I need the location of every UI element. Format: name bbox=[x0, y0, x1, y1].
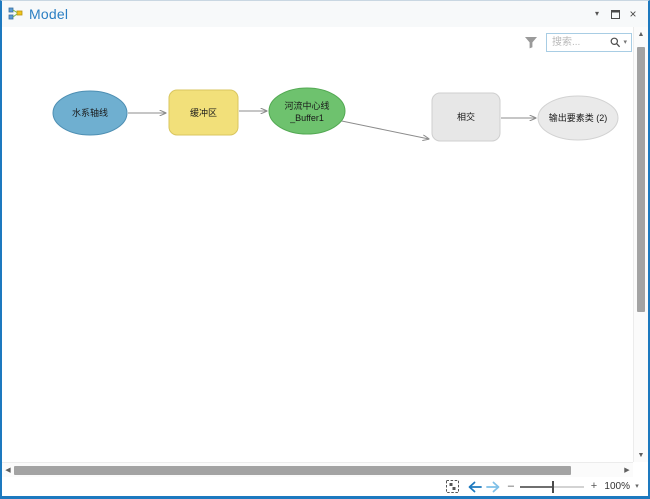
search-row: ▾ bbox=[523, 31, 632, 53]
horizontal-scrollbar[interactable]: ◀ ▶ bbox=[2, 462, 633, 477]
zoom-slider-track-empty bbox=[553, 485, 585, 488]
filter-funnel-icon[interactable] bbox=[523, 34, 539, 50]
model-node-tool-huanchongqu[interactable]: 缓冲区 bbox=[168, 89, 239, 136]
vertical-scrollbar-thumb[interactable] bbox=[637, 47, 645, 312]
status-bar: – + 100% ▾ bbox=[2, 477, 648, 496]
back-arrow-icon[interactable] bbox=[467, 479, 484, 494]
model-diagram: 水系轴线 缓冲区 河流中心线 _Buffer1 相交 bbox=[52, 87, 619, 142]
zoom-level-caret-icon[interactable]: ▾ bbox=[635, 483, 639, 490]
node-label-huanchongqu: 缓冲区 bbox=[190, 107, 217, 118]
node-shape-ellipse[interactable] bbox=[52, 90, 128, 136]
node-shape-rounded-rect[interactable] bbox=[168, 89, 239, 136]
node-shape-ellipse[interactable] bbox=[268, 87, 346, 135]
model-connectors bbox=[128, 111, 536, 139]
zoom-level-label: 100% bbox=[604, 480, 630, 492]
node-shape-rounded-rect[interactable] bbox=[431, 92, 501, 142]
zoom-slider-handle[interactable] bbox=[552, 480, 555, 493]
node-label-buffer1-line1: 河流中心线 bbox=[284, 100, 329, 111]
title-bar: Model ▾ × bbox=[2, 1, 648, 28]
client-area: ▾ 水系 bbox=[2, 27, 648, 496]
node-label-shuixi-zhouxian: 水系轴线 bbox=[72, 107, 108, 118]
model-node-input-shuixi-zhouxian[interactable]: 水系轴线 bbox=[52, 90, 128, 136]
scroll-left-arrow-icon[interactable]: ◀ bbox=[5, 467, 11, 474]
restore-window-button[interactable] bbox=[607, 4, 623, 24]
search-options-caret-icon[interactable]: ▾ bbox=[623, 38, 627, 46]
model-node-output-shuchu-yaosulei[interactable]: 输出要素类 (2) bbox=[537, 95, 619, 141]
model-node-derived-heliu-zhongxinxian-buffer1[interactable]: 河流中心线 _Buffer1 bbox=[268, 87, 346, 135]
node-shape-ellipse[interactable] bbox=[537, 95, 619, 141]
scroll-right-arrow-icon[interactable]: ▶ bbox=[624, 467, 630, 474]
search-box[interactable]: ▾ bbox=[546, 32, 632, 52]
horizontal-scrollbar-thumb[interactable] bbox=[14, 466, 571, 475]
scroll-down-arrow-icon[interactable]: ▼ bbox=[637, 451, 645, 459]
close-window-button[interactable]: × bbox=[629, 7, 637, 21]
search-input[interactable] bbox=[552, 34, 610, 50]
zoom-in-button[interactable]: + bbox=[590, 480, 598, 492]
model-builder-icon bbox=[8, 6, 24, 22]
fit-to-window-icon[interactable] bbox=[445, 479, 460, 494]
window-menu-button[interactable]: ▾ bbox=[594, 9, 599, 18]
forward-arrow-icon[interactable] bbox=[484, 479, 501, 494]
search-icon[interactable] bbox=[610, 35, 621, 49]
model-node-tool-xiangjiao[interactable]: 相交 bbox=[431, 92, 501, 142]
node-label-xiangjiao: 相交 bbox=[457, 111, 475, 122]
zoom-out-button[interactable]: – bbox=[507, 480, 514, 492]
node-label-shuchu-yaosulei: 输出要素类 (2) bbox=[549, 112, 608, 123]
zoom-slider-track-filled bbox=[520, 485, 554, 488]
vertical-scrollbar[interactable]: ▲ ▼ bbox=[633, 27, 648, 462]
node-label-buffer1-line2: _Buffer1 bbox=[289, 113, 324, 123]
model-canvas[interactable]: 水系轴线 缓冲区 河流中心线 _Buffer1 相交 bbox=[2, 27, 633, 462]
page-title: Model bbox=[29, 6, 69, 22]
zoom-slider[interactable] bbox=[518, 480, 586, 494]
connector-buffer1-to-xiangjiao bbox=[331, 118, 429, 139]
scroll-up-arrow-icon[interactable]: ▲ bbox=[637, 30, 645, 38]
